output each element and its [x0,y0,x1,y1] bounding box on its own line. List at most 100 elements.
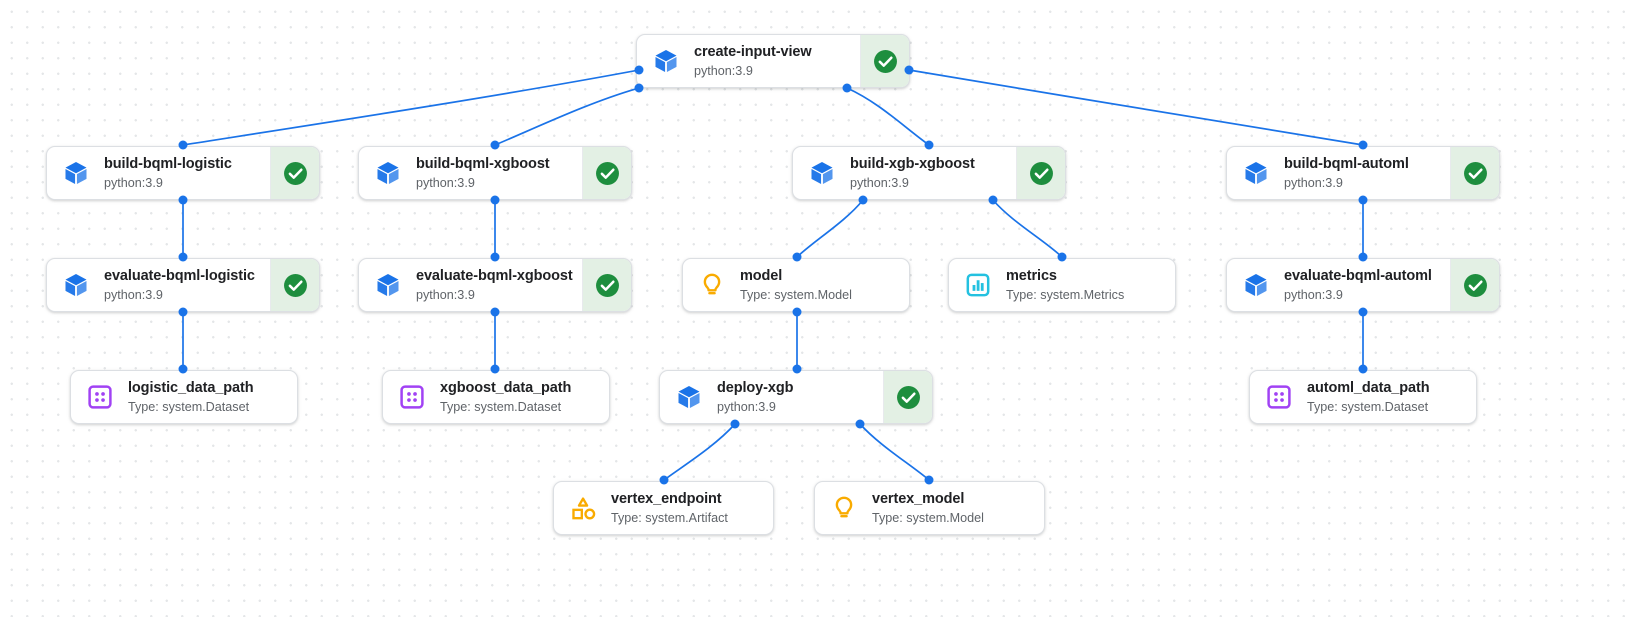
port-metrics-in[interactable] [1057,252,1067,262]
component-cube-icon [807,158,837,188]
status-badge-succeeded[interactable] [582,147,631,199]
model-bulb-icon [829,493,859,523]
port-create-input-view-out-bottom-right[interactable] [842,83,852,93]
port-vertex_endpoint-in[interactable] [659,475,669,485]
port-model-in[interactable] [792,252,802,262]
port-create-input-view-out-left[interactable] [634,65,644,75]
port-build-xgb-xgboost-out-left[interactable] [858,195,868,205]
node-body: build-bqml-automl python:3.9 [1227,147,1450,199]
port-create-input-view-out-right[interactable] [904,65,914,75]
status-badge-succeeded[interactable] [270,147,319,199]
port-evaluate-bqml-logistic-out[interactable] [178,307,188,317]
edge-create-input-view-to-build-bqml-logistic [182,69,640,146]
port-deploy-xgb-out-left[interactable] [730,419,740,429]
port-evaluate-bqml-logistic-in[interactable] [178,252,188,262]
node-subtitle: Type: system.Metrics [1006,287,1125,302]
node-subtitle: Type: system.Dataset [1307,399,1429,414]
status-badge-succeeded[interactable] [1450,147,1499,199]
node-subtitle: Type: system.Artifact [611,510,728,525]
node-build-bqml-automl[interactable]: build-bqml-automl python:3.9 [1226,146,1500,200]
port-deploy-xgb-out-right[interactable] [855,419,865,429]
node-text: build-bqml-automl python:3.9 [1284,155,1409,191]
status-badge-succeeded[interactable] [883,371,932,423]
port-automl_data_path-in[interactable] [1358,364,1368,374]
node-subtitle: python:3.9 [416,287,475,302]
status-badge-succeeded[interactable] [270,259,319,311]
node-title: build-bqml-automl [1284,155,1409,172]
component-cube-icon [1241,270,1271,300]
status-badge-succeeded[interactable] [1450,259,1499,311]
node-title: evaluate-bqml-automl [1284,267,1432,284]
node-subtitle: python:3.9 [1284,175,1343,190]
node-subtitle: python:3.9 [850,175,909,190]
node-subtitle: Type: system.Dataset [128,399,250,414]
node-subtitle: python:3.9 [717,399,776,414]
status-badge-succeeded[interactable] [1016,147,1065,199]
port-deploy-xgb-in[interactable] [792,364,802,374]
edge-create-input-view-to-build-xgb-xgboost [846,87,930,146]
dataset-icon [85,382,115,412]
port-build-bqml-automl-out[interactable] [1358,195,1368,205]
port-model-out[interactable] [792,307,802,317]
model-bulb-icon [697,270,727,300]
edge-build-xgb-xgboost-to-model [796,199,864,258]
port-create-input-view-out-bottom-left[interactable] [634,83,644,93]
node-evaluate-bqml-automl[interactable]: evaluate-bqml-automl python:3.9 [1226,258,1500,312]
port-build-bqml-xgboost-out[interactable] [490,195,500,205]
node-subtitle: Type: system.Dataset [440,399,562,414]
port-build-xgb-xgboost-in[interactable] [924,140,934,150]
port-build-bqml-logistic-out[interactable] [178,195,188,205]
port-evaluate-bqml-automl-in[interactable] [1358,252,1368,262]
component-cube-icon [674,382,704,412]
port-build-bqml-logistic-in[interactable] [178,140,188,150]
port-build-bqml-xgboost-in[interactable] [490,140,500,150]
port-build-bqml-automl-in[interactable] [1358,140,1368,150]
status-badge-succeeded[interactable] [582,259,631,311]
port-vertex_model-in[interactable] [924,475,934,485]
port-evaluate-bqml-automl-out[interactable] [1358,307,1368,317]
node-subtitle: Type: system.Model [740,287,852,302]
port-evaluate-bqml-xgboost-out[interactable] [490,307,500,317]
status-badge-succeeded[interactable] [860,35,909,87]
node-title: evaluate-bqml-logistic [104,267,255,284]
edge-create-input-view-to-build-bqml-automl [908,69,1364,146]
port-build-xgb-xgboost-out-right[interactable] [988,195,998,205]
port-xgboost_data_path-in[interactable] [490,364,500,374]
component-cube-icon [373,158,403,188]
node-subtitle: python:3.9 [104,175,163,190]
port-evaluate-bqml-xgboost-in[interactable] [490,252,500,262]
node-title: xgboost_data_path [440,379,572,396]
node-subtitle: python:3.9 [1284,287,1343,302]
node-title: automl_data_path [1307,379,1430,396]
node-title: model [740,267,783,284]
dataset-icon [397,382,427,412]
port-logistic_data_path-in[interactable] [178,364,188,374]
